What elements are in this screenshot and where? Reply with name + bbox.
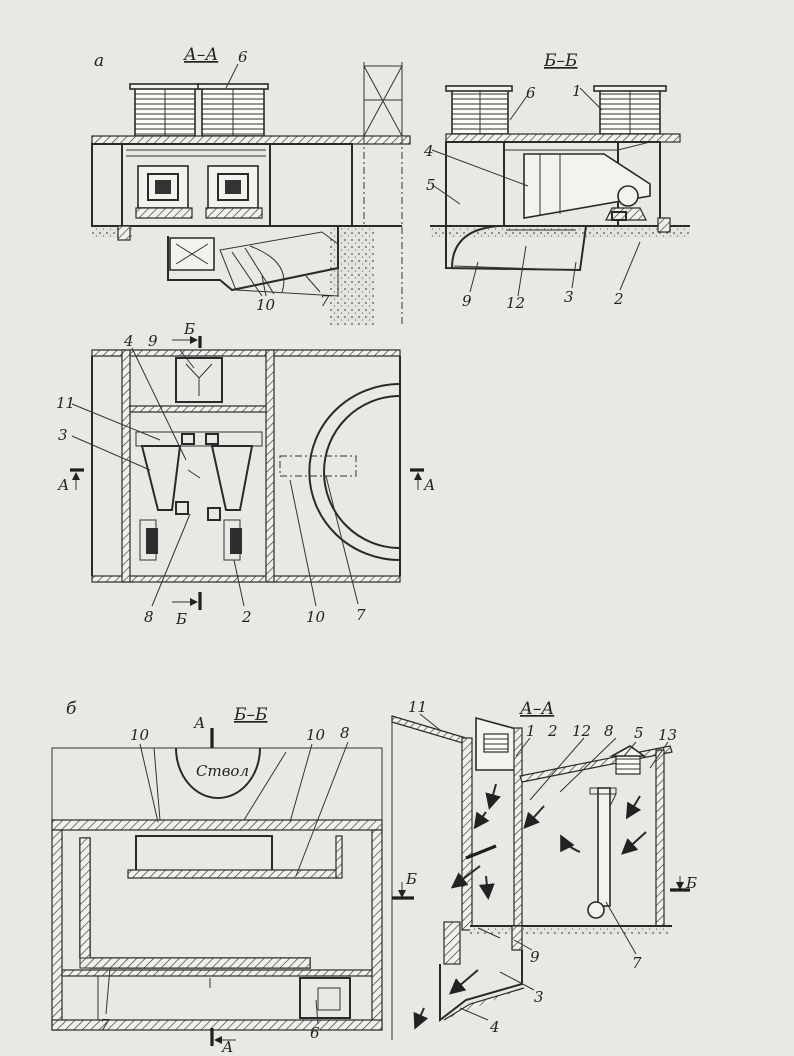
panel-label-b: б [66, 699, 77, 719]
callout-9-a-BB: 9 [462, 292, 472, 310]
callout-2-a-BB: 2 [613, 290, 624, 308]
panel-a-section-AA [91, 62, 411, 326]
section-title-a-BB: Б–Б [543, 51, 578, 71]
callout-6-a-AA: 6 [238, 48, 248, 66]
fan-unit-left [135, 165, 193, 219]
cut-marks [70, 336, 690, 1046]
callout-9-b-AA: 9 [530, 948, 540, 966]
airflow-arrows [413, 783, 647, 1030]
callout-10-a-AA: 10 [256, 296, 276, 314]
cut-mark-B-left-b: Б [405, 870, 417, 888]
labels: а А–А Б–Б б Б–Б А–А Ствол Б Б А А А А Б … [56, 45, 697, 1056]
callout-7-a-plan: 7 [356, 606, 366, 624]
callout-13-b-AA: 13 [658, 726, 677, 744]
cut-mark-B-top-a: Б [183, 320, 195, 338]
callout-6-b-plan: 6 [310, 1024, 320, 1042]
panel-label-a: а [94, 51, 104, 71]
callout-8-b-plan: 8 [340, 724, 350, 742]
callout-3-a-BB: 3 [564, 288, 574, 306]
callout-8-a-plan: 8 [144, 608, 154, 626]
cut-mark-A-bottom-b: А [221, 1038, 233, 1056]
cut-mark-A-top-b: А [193, 714, 205, 732]
callout-10-b-plan-right: 10 [306, 726, 326, 744]
callout-8-b-AA: 8 [604, 722, 614, 740]
shaft-label: Ствол [196, 762, 249, 780]
leader-lines [71, 63, 669, 1025]
callout-10-a-plan: 10 [306, 608, 326, 626]
fan-unit-right [205, 165, 263, 219]
callout-2-b-AA: 2 [547, 722, 558, 740]
callout-1-a-BB: 1 [572, 82, 582, 100]
callout-4-a-plan: 4 [123, 332, 134, 350]
callout-4-a-BB: 4 [423, 142, 434, 160]
callout-7-b-AA: 7 [632, 954, 642, 972]
panel-b-section-AA [391, 715, 673, 1040]
callout-4-b-AA: 4 [489, 1018, 500, 1036]
callout-12-a-BB: 12 [506, 294, 525, 312]
cut-mark-A-left-a: А [57, 476, 69, 494]
callout-11-b-AA: 11 [408, 698, 427, 716]
callout-11-a-plan: 11 [56, 394, 75, 412]
callout-9-a-plan: 9 [148, 332, 158, 350]
section-title-b-BB: Б–Б [233, 705, 268, 725]
callout-10-b-plan-left: 10 [130, 726, 150, 744]
callout-1-b-AA: 1 [526, 722, 536, 740]
callout-12-b-AA: 12 [572, 722, 591, 740]
callout-5-a-BB: 5 [426, 176, 436, 194]
callout-3-a-plan: 3 [58, 426, 68, 444]
cut-mark-B-bottom-a: Б [175, 610, 187, 628]
callout-7-a-AA: 7 [320, 292, 330, 310]
section-title-b-AA: А–А [519, 699, 554, 719]
roof-slab [91, 135, 411, 145]
callout-5-b-AA: 5 [634, 724, 644, 742]
cut-mark-A-right-a: А [423, 476, 435, 494]
callout-7-b-plan: 7 [100, 1016, 110, 1034]
panel-b-plan [51, 747, 383, 1031]
cut-mark-B-right-b: Б [685, 874, 697, 892]
callout-3-b-AA: 3 [534, 988, 544, 1006]
panel-a-plan [91, 349, 401, 583]
callout-6-a-BB: 6 [526, 84, 536, 102]
panel-a-section-BB [430, 85, 690, 272]
callout-2-a-plan: 2 [241, 608, 252, 626]
section-title-a-AA: А–А [183, 45, 218, 65]
